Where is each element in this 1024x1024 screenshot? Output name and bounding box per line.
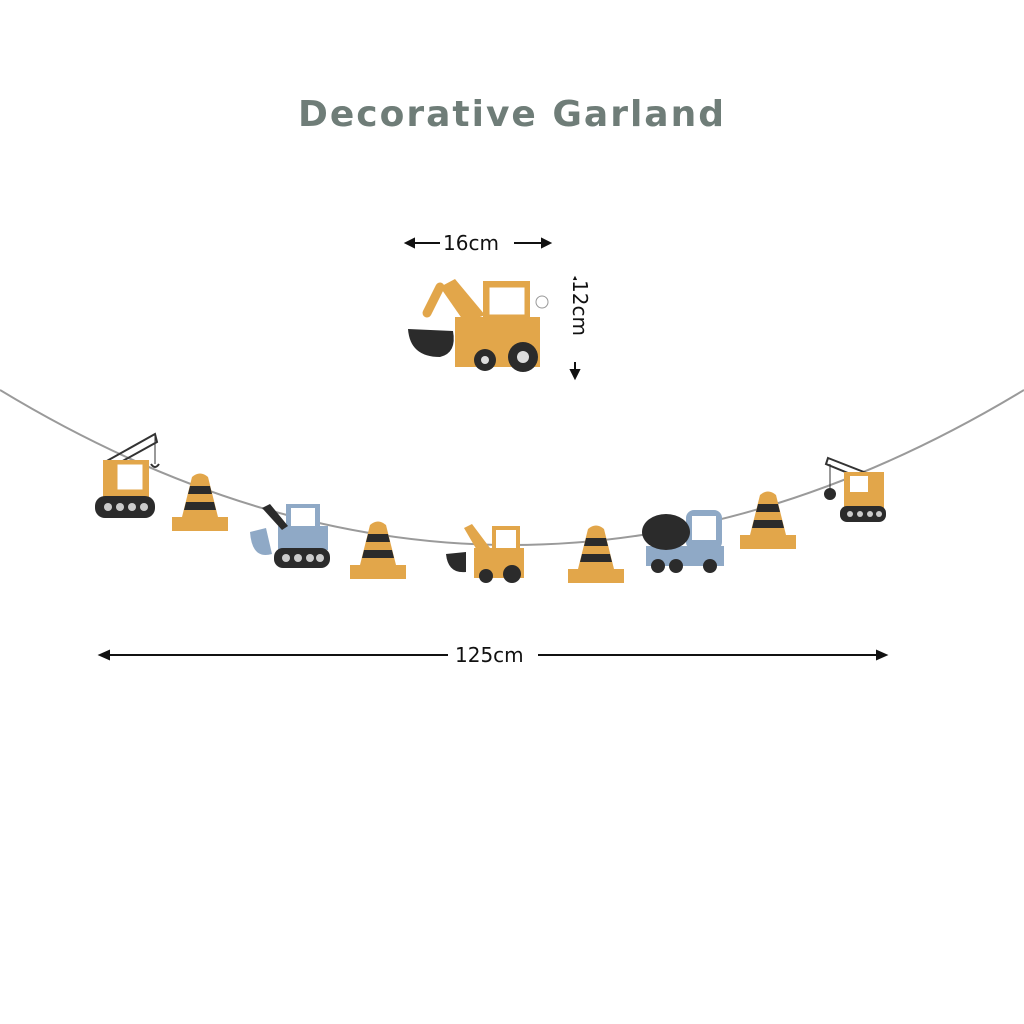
garland-length-label: 125cm (452, 643, 527, 667)
yellow-excavator-piece (446, 524, 524, 583)
piece-height-label: 12cm (567, 280, 592, 336)
length-dimension-arrow (97, 649, 889, 661)
wrecking-crane-piece (824, 456, 886, 522)
blue-excavator-piece (250, 504, 330, 568)
featured-excavator (408, 279, 549, 372)
width-dimension-arrow (403, 237, 553, 249)
crane-truck-piece (95, 432, 160, 518)
page-title: Decorative Garland (297, 94, 726, 135)
cement-mixer-piece (642, 510, 724, 573)
traffic-cone-piece (350, 521, 406, 579)
traffic-cone-piece (568, 525, 624, 583)
traffic-cone-piece (740, 491, 796, 549)
piece-width-label: 16cm (443, 231, 499, 255)
traffic-cone-piece (172, 473, 228, 531)
